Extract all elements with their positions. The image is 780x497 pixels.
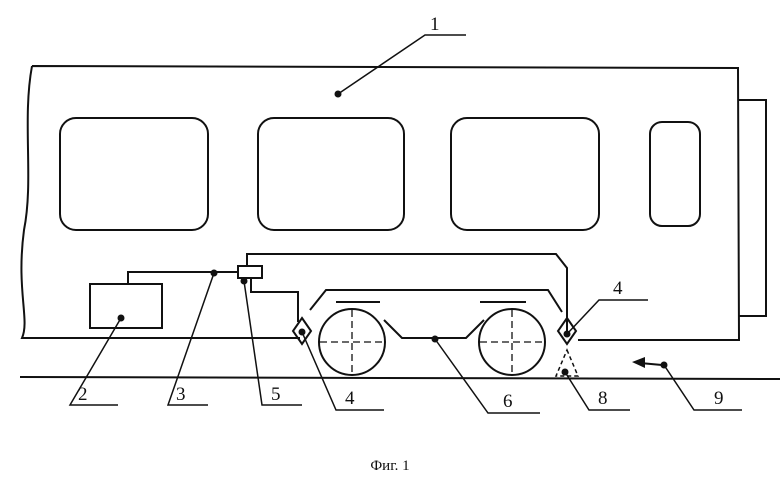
wheel-left bbox=[319, 309, 385, 375]
label-3: 3 bbox=[176, 384, 186, 405]
direction-arrow-9 bbox=[632, 357, 662, 368]
window bbox=[451, 118, 599, 230]
connector-5 bbox=[238, 266, 262, 278]
unit-2-box bbox=[90, 284, 162, 328]
wheel-right bbox=[479, 309, 545, 375]
leader-lines bbox=[70, 35, 742, 413]
label-4-left: 4 bbox=[345, 388, 355, 409]
window bbox=[258, 118, 404, 230]
label-1: 1 bbox=[430, 14, 440, 35]
window bbox=[60, 118, 208, 230]
label-8: 8 bbox=[598, 388, 608, 409]
bogie-frame bbox=[310, 290, 562, 338]
car-body bbox=[21, 66, 766, 340]
rail bbox=[20, 377, 780, 379]
label-4-right: 4 bbox=[613, 278, 623, 299]
car-windows bbox=[60, 118, 700, 230]
label-2: 2 bbox=[78, 384, 88, 405]
label-5: 5 bbox=[271, 384, 281, 405]
leader-dots bbox=[118, 91, 668, 376]
label-9: 9 bbox=[714, 388, 724, 409]
wiring bbox=[128, 254, 567, 334]
window bbox=[650, 122, 700, 226]
figure-caption: Фиг. 1 bbox=[370, 458, 409, 474]
label-6: 6 bbox=[503, 391, 513, 412]
